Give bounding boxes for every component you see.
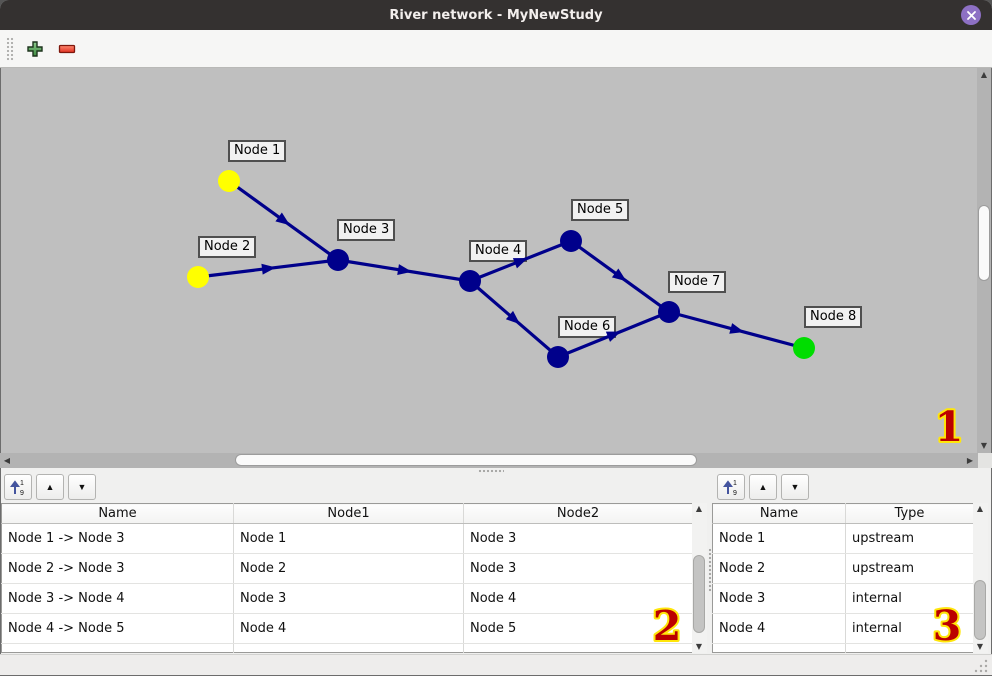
move-node-up-button[interactable]: ▲ <box>749 474 777 500</box>
column-header[interactable]: Name <box>712 503 846 524</box>
close-button[interactable] <box>961 5 981 25</box>
triangle-up-icon: ▲ <box>758 482 768 492</box>
svg-text:9: 9 <box>20 490 24 496</box>
sort-reaches-button[interactable]: 1 9 <box>4 474 32 500</box>
node-labels-layer: Node 1 Node 2 Node 3 Node 4 Node 5 Node 6 Node… <box>1 68 977 453</box>
plus-icon <box>27 40 43 57</box>
triangle-up-icon: ▲ <box>45 482 55 492</box>
column-header[interactable]: Type <box>845 503 974 524</box>
scroll-up-icon[interactable]: ▲ <box>976 504 984 513</box>
cell[interactable]: internal <box>845 583 974 614</box>
node-label[interactable]: Node 7 <box>668 271 727 293</box>
remove-button[interactable] <box>54 36 80 62</box>
graph-vertical-scrollbar[interactable]: ▲ ▼ <box>977 68 991 453</box>
river-network-canvas[interactable]: Node 1 Node 2 Node 3 Node 4 Node 5 Node 6 Node… <box>1 68 977 453</box>
column-header[interactable]: Node2 <box>463 503 693 524</box>
sort-icon: 1 9 <box>723 480 737 496</box>
cell[interactable]: Node 4 <box>463 583 693 614</box>
cell[interactable]: Node 3 <box>463 523 693 554</box>
node-label[interactable]: Node 2 <box>198 236 257 258</box>
cell[interactable]: Node 2 <box>712 553 846 584</box>
triangle-down-icon: ▼ <box>790 482 800 492</box>
scroll-left-icon[interactable]: ◀ <box>3 456 11 465</box>
cell[interactable]: Node 5 <box>463 613 693 644</box>
main-toolbar <box>0 30 992 68</box>
resize-grip-icon[interactable] <box>973 658 989 673</box>
graph-vscroll-thumb[interactable] <box>978 205 990 281</box>
nodes-table-scrollbar[interactable]: ▲ ▼ <box>973 503 988 653</box>
add-button[interactable] <box>22 36 48 62</box>
scroll-right-icon[interactable]: ▶ <box>966 456 974 465</box>
cell[interactable]: Node 4 <box>712 613 846 644</box>
cell[interactable]: internal <box>845 613 974 644</box>
cell[interactable]: Node 1 <box>233 523 464 554</box>
sort-icon: 1 9 <box>10 480 24 496</box>
move-node-down-button[interactable]: ▼ <box>781 474 809 500</box>
scroll-down-icon[interactable]: ▼ <box>976 642 984 651</box>
node-label[interactable]: Node 1 <box>228 140 287 162</box>
reaches-table-scrollbar[interactable]: ▲ ▼ <box>692 503 707 653</box>
cell[interactable]: Node 4 -> Node 5 <box>1 613 234 644</box>
column-header[interactable]: Name <box>1 503 234 524</box>
scroll-up-icon[interactable]: ▲ <box>695 504 703 513</box>
cell[interactable]: upstream <box>845 523 974 554</box>
graph-horizontal-scrollbar[interactable]: ◀ ▶ <box>0 453 978 468</box>
node-label[interactable]: Node 5 <box>571 199 630 221</box>
tables-splitter-handle[interactable] <box>708 548 712 592</box>
move-reach-up-button[interactable]: ▲ <box>36 474 64 500</box>
cell[interactable]: Node 3 <box>463 553 693 584</box>
cell[interactable]: Node 4 <box>233 613 464 644</box>
horizontal-splitter-handle[interactable] <box>478 469 504 473</box>
scroll-down-icon[interactable]: ▼ <box>980 441 988 450</box>
titlebar[interactable]: River network - MyNewStudy <box>0 0 992 30</box>
svg-text:1: 1 <box>20 480 24 487</box>
minus-icon <box>58 44 76 53</box>
window-title: River network - MyNewStudy <box>389 7 603 23</box>
status-bar <box>0 654 992 675</box>
nodes-scroll-thumb[interactable] <box>974 580 986 640</box>
cell[interactable]: Node 2 -> Node 3 <box>1 553 234 584</box>
scroll-down-icon[interactable]: ▼ <box>695 642 703 651</box>
column-header[interactable]: Node1 <box>233 503 464 524</box>
node-label[interactable]: Node 6 <box>558 316 617 338</box>
empty-row <box>712 643 974 653</box>
triangle-down-icon: ▼ <box>77 482 87 492</box>
graph-hscroll-thumb[interactable] <box>235 454 697 466</box>
cell[interactable]: upstream <box>845 553 974 584</box>
move-reach-down-button[interactable]: ▼ <box>68 474 96 500</box>
svg-text:1: 1 <box>733 480 737 487</box>
node-label[interactable]: Node 3 <box>337 219 396 241</box>
svg-text:9: 9 <box>733 490 737 496</box>
cell[interactable]: Node 1 -> Node 3 <box>1 523 234 554</box>
cell[interactable]: Node 1 <box>712 523 846 554</box>
close-icon <box>966 10 976 20</box>
toolbar-drag-handle[interactable] <box>6 36 14 61</box>
scrollbar-corner <box>978 453 992 468</box>
cell[interactable]: Node 3 <box>712 583 846 614</box>
cell[interactable]: Node 2 <box>233 553 464 584</box>
node-label[interactable]: Node 8 <box>804 306 863 328</box>
cell[interactable]: Node 3 <box>233 583 464 614</box>
sort-nodes-button[interactable]: 1 9 <box>717 474 745 500</box>
empty-row <box>1 643 693 653</box>
scroll-up-icon[interactable]: ▲ <box>980 70 988 79</box>
cell[interactable]: Node 3 -> Node 4 <box>1 583 234 614</box>
node-label[interactable]: Node 4 <box>469 240 528 262</box>
reaches-scroll-thumb[interactable] <box>693 555 705 633</box>
